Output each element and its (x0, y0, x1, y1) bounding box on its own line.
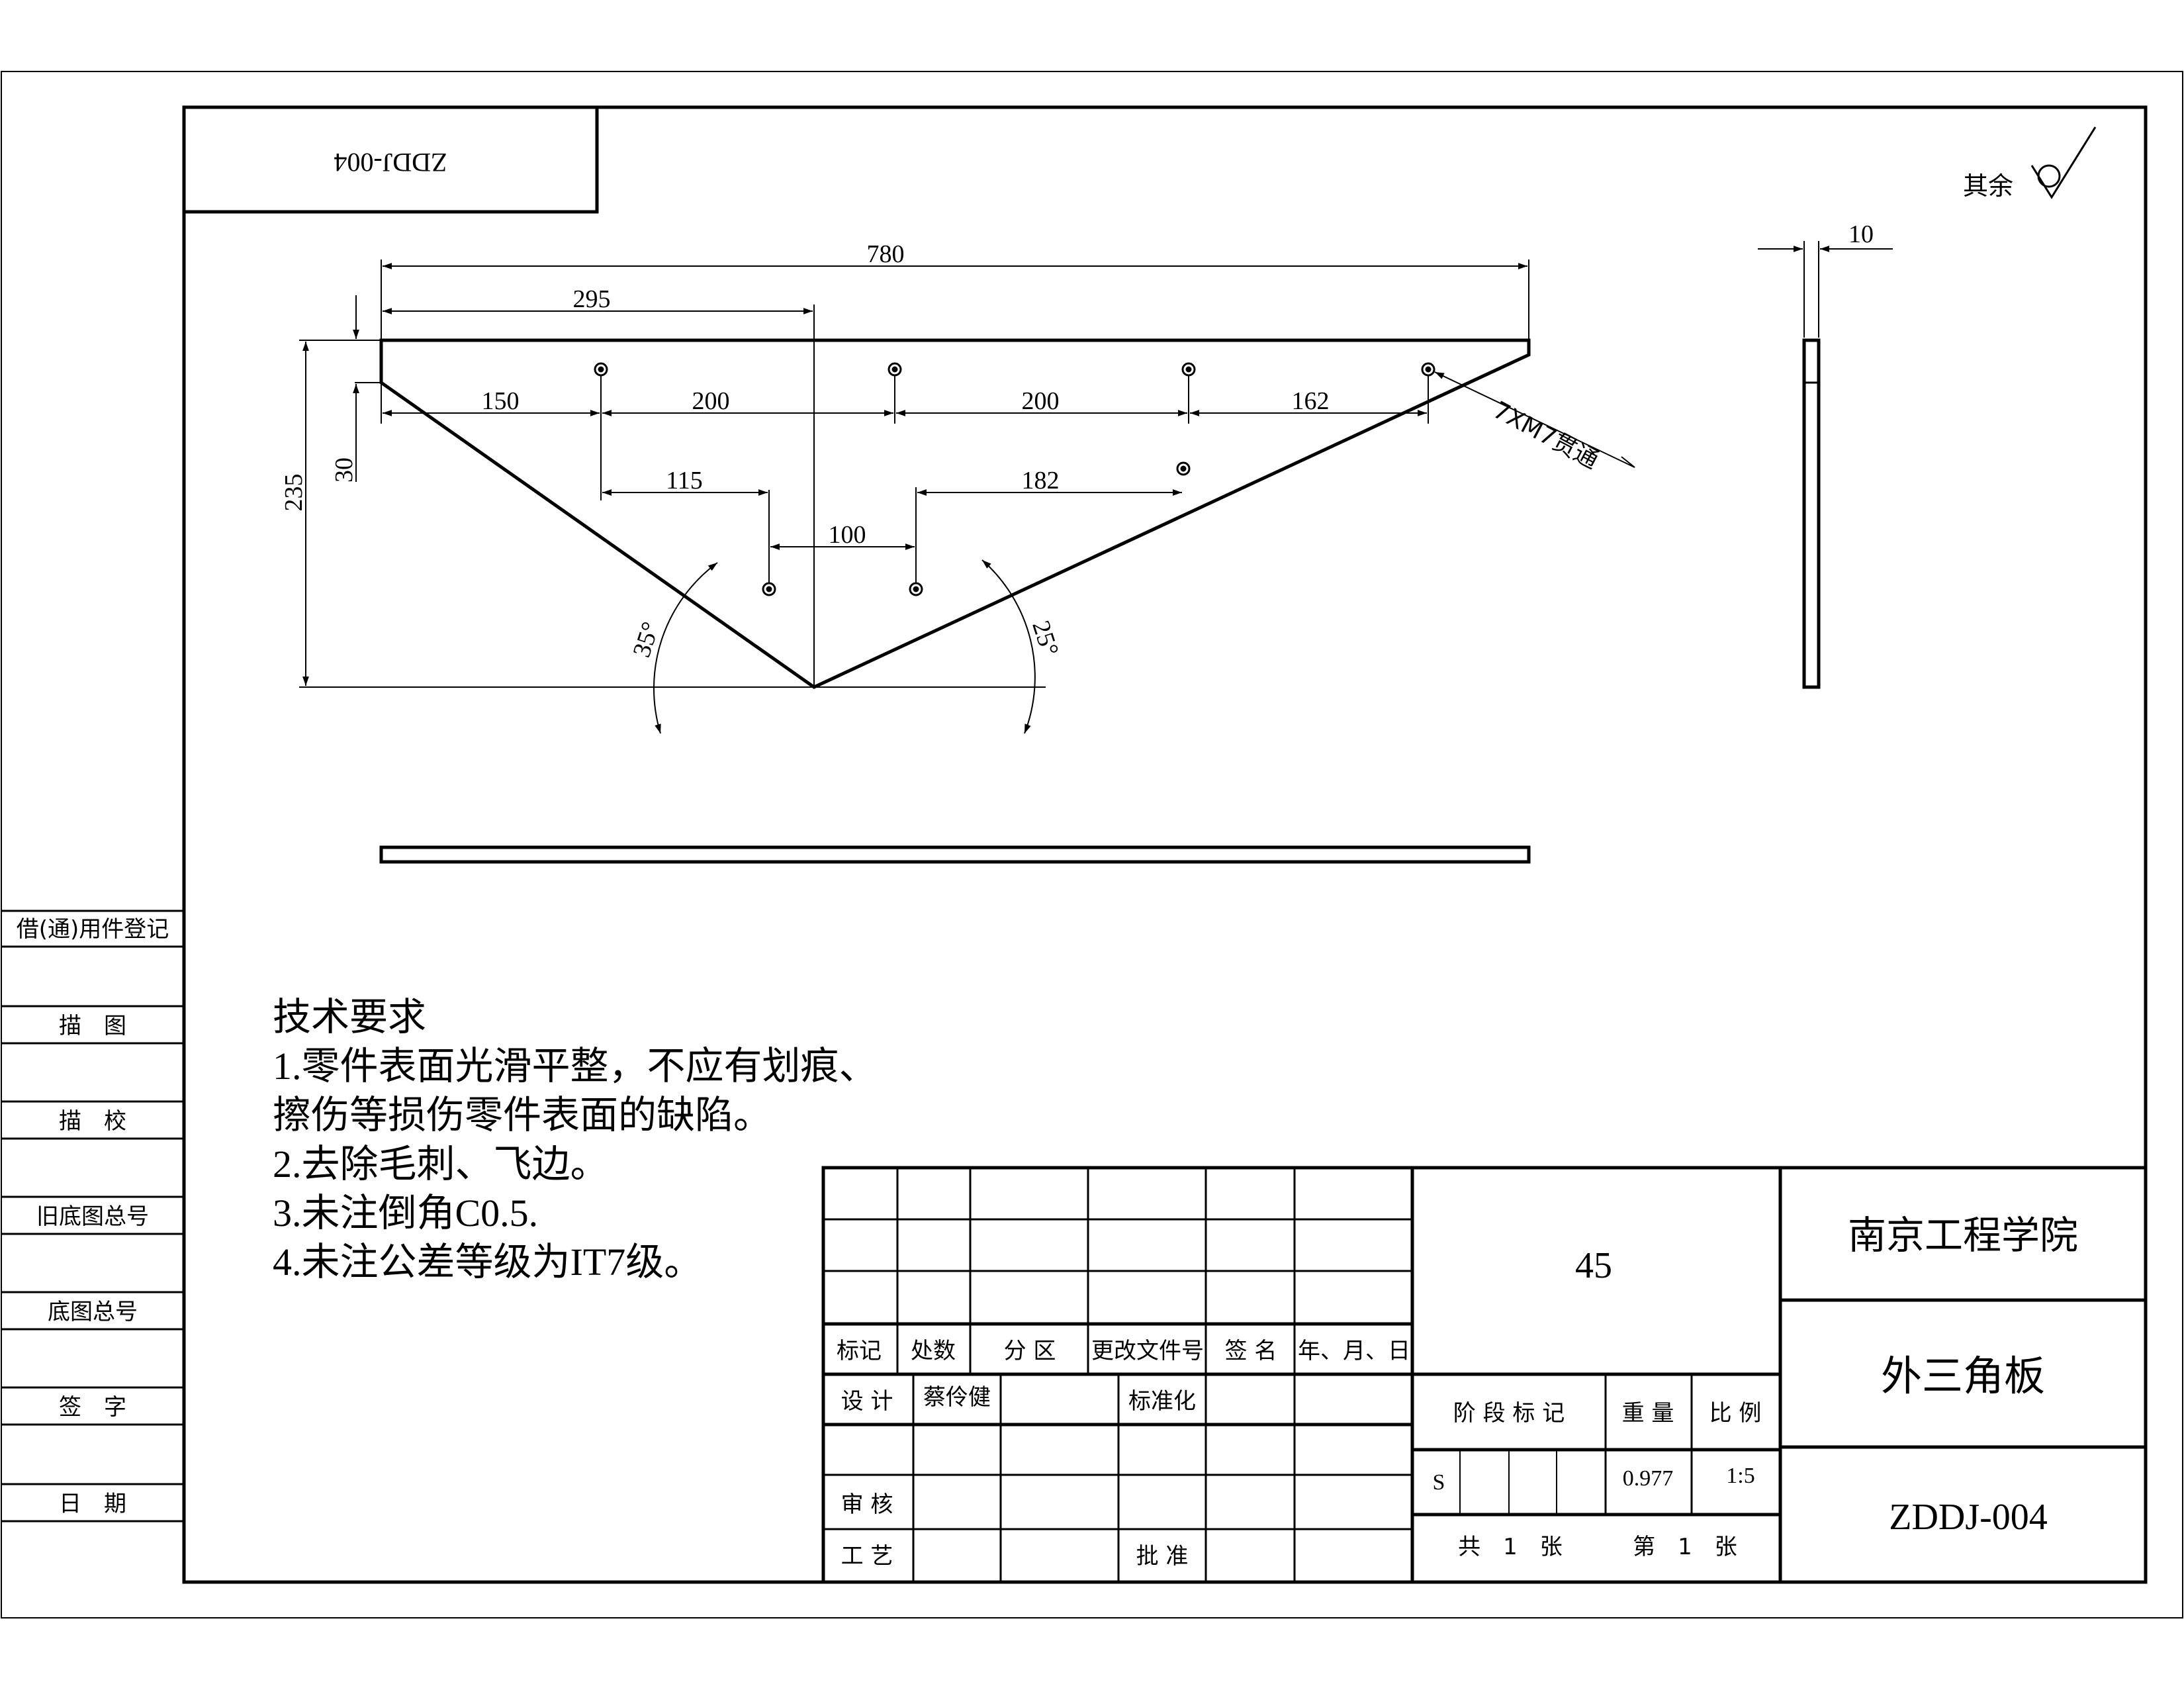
rev-header-date: 年、月、日 (1298, 1338, 1410, 1364)
hole-5 (1176, 461, 1191, 476)
weight-label: 重 量 (1622, 1400, 1674, 1427)
dim-height-235: 235 (280, 474, 308, 512)
company-name: 南京工程学院 (1848, 1213, 2078, 1258)
hole-7 (909, 582, 923, 596)
strip-label-signature: 签 字 (59, 1394, 126, 1421)
dim-hole-200-b: 200 (1022, 387, 1060, 415)
hole-2 (887, 362, 902, 377)
tech-req-title: 技术要求 (273, 996, 426, 1039)
hole-3 (1181, 362, 1196, 377)
tech-req-line-2: 擦伤等损伤零件表面的缺陷。 (273, 1094, 772, 1137)
stage-value: S (1433, 1470, 1445, 1495)
title-block-grid (821, 1166, 2148, 1584)
review-label: 审 核 (841, 1491, 893, 1518)
hole-callout: 7XM7贯通 (1488, 397, 1602, 475)
dimension-lines (299, 259, 1635, 734)
drawing-number: ZDDJ-004 (1889, 1497, 2048, 1538)
mounting-holes (594, 362, 1435, 596)
rev-header-signature: 签 名 (1225, 1338, 1277, 1364)
weight-value: 0.977 (1623, 1466, 1674, 1491)
surface-note-text: 其余 (1963, 171, 2013, 201)
left-registration-strip (1, 910, 184, 1523)
material-value: 45 (1575, 1245, 1612, 1286)
strip-label-master-no: 底图总号 (48, 1299, 138, 1325)
dim-angle-left: 35° (627, 619, 664, 661)
dim-hole-100: 100 (829, 521, 866, 549)
dim-hole-182: 182 (1022, 467, 1060, 494)
tech-req-line-5: 4.未注公差等级为IT7级。 (273, 1241, 702, 1284)
flipped-drawing-code: ZDDJ-004 (334, 148, 447, 177)
surface-roughness-note: 其余 (1963, 126, 2097, 201)
design-label: 设 计 (841, 1388, 893, 1415)
dim-hole-162: 162 (1292, 387, 1330, 415)
scale-label: 比 例 (1709, 1400, 1762, 1427)
standardize-label: 标准化 (1128, 1388, 1196, 1415)
technical-requirements: 技术要求 1.零件表面光滑平整，不应有划痕、 擦伤等损伤零件表面的缺陷。 2.去… (273, 996, 878, 1284)
front-view-outline (379, 338, 1531, 689)
sheet-number: 第 1 张 (1633, 1534, 1737, 1560)
tech-req-line-1: 1.零件表面光滑平整，不应有划痕、 (273, 1045, 878, 1088)
outer-sheet-border (1, 71, 2183, 1618)
sheets-total: 共 1 张 (1458, 1534, 1563, 1560)
part-name: 外三角板 (1881, 1352, 2045, 1400)
flipped-code-box: ZDDJ-004 (182, 105, 599, 214)
strip-label-tracing: 描 图 (59, 1013, 126, 1039)
strip-label-date: 日 期 (59, 1491, 126, 1517)
dim-overall-length: 780 (867, 240, 905, 268)
dim-edge-30: 30 (330, 457, 358, 483)
designer-name: 蔡伶健 (923, 1384, 991, 1411)
stage-label: 阶 段 标 记 (1453, 1400, 1565, 1427)
top-view-outline (379, 845, 1531, 864)
side-view (1758, 241, 1893, 689)
rev-header-change-doc: 更改文件号 (1091, 1338, 1204, 1364)
dim-to-apex: 295 (573, 285, 611, 313)
dim-hole-150: 150 (482, 387, 520, 415)
roughness-symbol-icon (2030, 126, 2097, 199)
rev-header-mark: 标记 (837, 1338, 882, 1364)
strip-label-borrowed-parts: 借(通)用件登记 (17, 916, 169, 943)
hole-1 (594, 362, 608, 377)
dim-hole-115: 115 (666, 467, 703, 494)
tech-req-line-3: 2.去除毛刺、飞边。 (273, 1143, 609, 1186)
scale-value: 1:5 (1726, 1464, 1754, 1488)
dim-angle-right: 25° (1026, 618, 1064, 660)
strip-label-trace-check: 描 校 (59, 1108, 126, 1135)
tech-req-line-4: 3.未注倒角C0.5. (273, 1192, 538, 1235)
strip-label-old-master-no: 旧底图总号 (36, 1203, 149, 1230)
callout-underline (1621, 456, 1635, 468)
process-label: 工 艺 (841, 1543, 893, 1570)
hole-6 (762, 582, 776, 596)
dim-hole-200-a: 200 (692, 387, 730, 415)
hole-4 (1421, 362, 1435, 377)
dim-thickness: 10 (1848, 220, 1874, 248)
rev-header-zone: 分 区 (1004, 1338, 1056, 1364)
approve-label: 批 准 (1136, 1543, 1189, 1570)
rev-header-count: 处数 (911, 1338, 956, 1364)
